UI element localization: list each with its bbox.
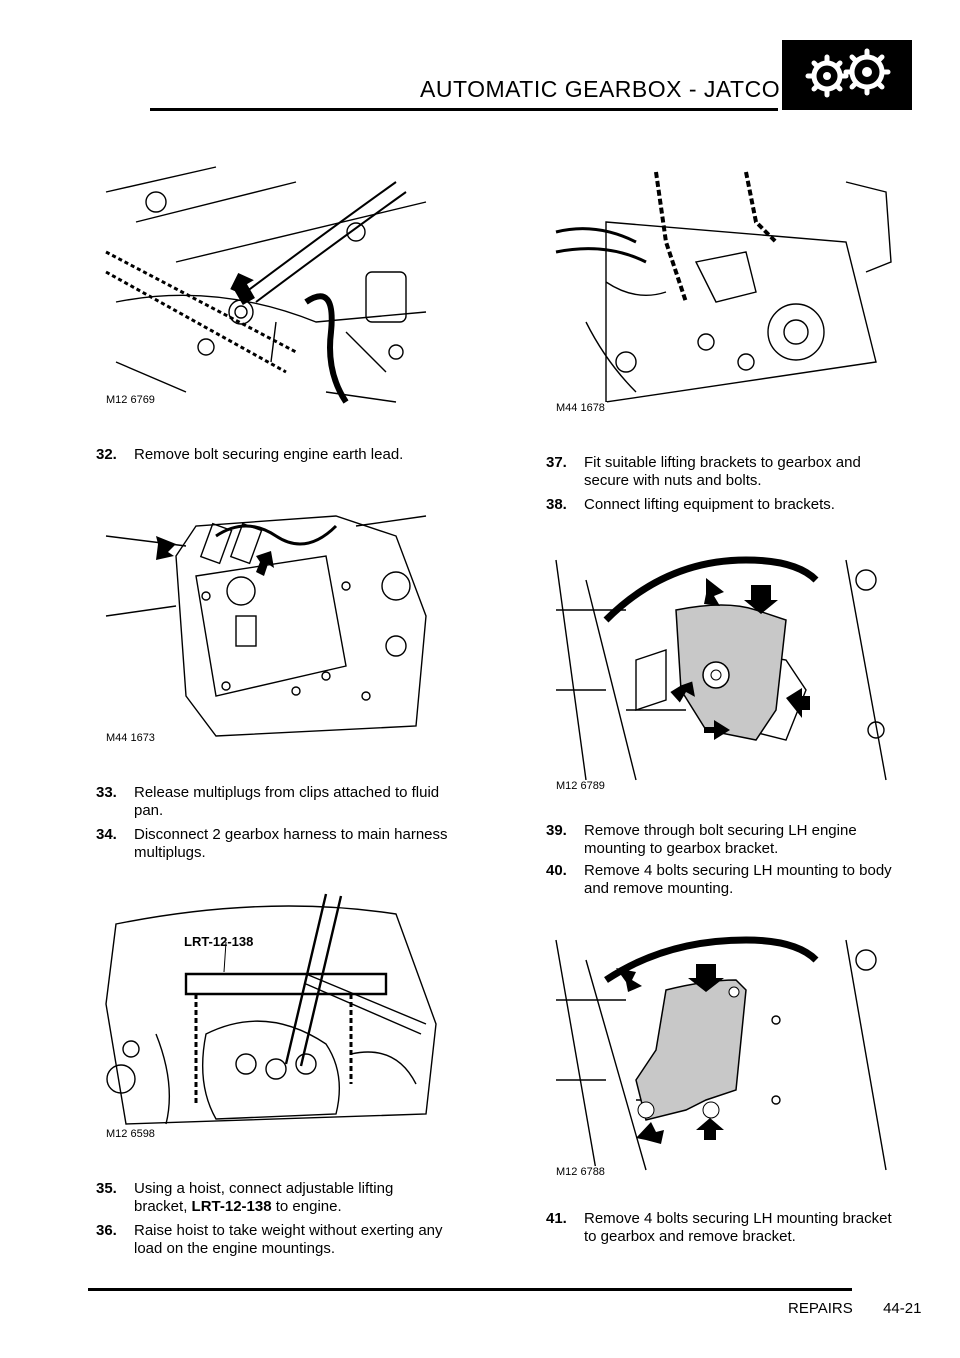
page-footer: REPAIRS 44-21 [788, 1300, 921, 1317]
figure-lh-mounting-bracket: M12 6788 [546, 920, 898, 1182]
footer-rule [88, 1288, 852, 1291]
figure-code: M12 6788 [554, 1166, 607, 1178]
gears-icon [782, 40, 912, 110]
step-39: 39. Remove through bolt securing LH engi… [546, 822, 857, 857]
step-33: 33. Release multiplugs from clips attach… [96, 784, 440, 819]
figure-gearbox-lifting-brackets: M44 1678 [546, 162, 896, 418]
figure-code: M44 1673 [104, 732, 157, 744]
figure-fluid-pan-multiplugs: M44 1673 [96, 496, 432, 752]
step-38: 38. Connect lifting equipment to bracket… [546, 496, 835, 513]
step-36: 36. Raise hoist to take weight without e… [96, 1222, 443, 1257]
step-40: 40. Remove 4 bolts securing LH mounting … [546, 862, 892, 897]
figure-lifting-bracket: LRT-12-138 M12 6598 [96, 884, 440, 1148]
step-37: 37. Fit suitable lifting brackets to gea… [546, 454, 861, 489]
figure-engine-earth-lead: M12 6769 [96, 162, 432, 414]
step-41: 41. Remove 4 bolts securing LH mounting … [546, 1210, 892, 1245]
page-title: AUTOMATIC GEARBOX - JATCO [420, 76, 781, 102]
step-32: 32. Remove bolt securing engine earth le… [96, 446, 404, 463]
section-name: REPAIRS [788, 1300, 853, 1317]
figure-code: M12 6769 [104, 394, 157, 406]
figure-code: M44 1678 [554, 402, 607, 414]
tool-number: LRT-12-138 [191, 1198, 272, 1215]
lifting-tool-label: LRT-12-138 [184, 934, 254, 949]
page-number: 44-21 [883, 1300, 922, 1317]
step-34: 34. Disconnect 2 gearbox harness to main… [96, 826, 448, 861]
step-35: 35. Using a hoist, connect adjustable li… [96, 1180, 394, 1215]
figure-lh-mounting: M12 6789 [546, 540, 898, 796]
figure-code: M12 6789 [554, 780, 607, 792]
header-rule [150, 108, 778, 111]
figure-code: M12 6598 [104, 1128, 157, 1140]
